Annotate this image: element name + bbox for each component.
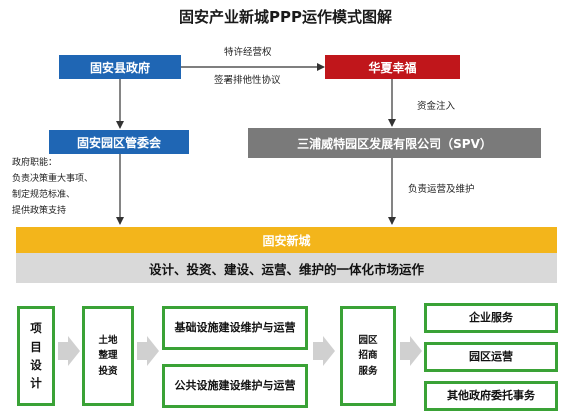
land-box: 土地整理投资 [82, 306, 134, 406]
capital-label: 资金注入 [417, 101, 456, 112]
service-label: 园区运营 [469, 350, 513, 364]
gov-label: 固安县政府 [89, 60, 150, 75]
flow-arrow-3 [313, 336, 335, 366]
gov-box: 固安县政府 [59, 55, 181, 79]
service-box: 其他政府委托事务 [424, 381, 558, 411]
gov-duty-line: 负责决策重大事项、 [12, 174, 94, 184]
tagline-label: 设计、投资、建设、运营、维护的一体化市场运作 [148, 261, 424, 277]
design-label: 项目设计 [30, 321, 42, 391]
service-label: 企业服务 [469, 311, 513, 325]
public-label: 公共设施建设维护与运营 [174, 379, 296, 393]
public-box: 公共设施建设维护与运营 [162, 364, 308, 408]
spv-box: 三浦威特园区发展有限公司（SPV） [248, 128, 541, 158]
huaxia-box: 华夏幸福 [325, 55, 460, 79]
city-label: 固安新城 [262, 233, 311, 248]
spv-label: 三浦威特园区发展有限公司（SPV） [297, 136, 492, 151]
gov-duty-line: 提供政策支持 [12, 206, 67, 216]
tagline-band: 设计、投资、建设、运营、维护的一体化市场运作 [16, 253, 557, 283]
flow-arrow-4 [400, 336, 422, 366]
park-label: 园区招商服务 [358, 335, 378, 377]
service-label: 其他政府委托事务 [447, 389, 535, 403]
service-box: 企业服务 [424, 303, 558, 333]
flow-arrow-1 [58, 336, 80, 366]
infra-box: 基础设施建设维护与运营 [162, 306, 308, 350]
design-box: 项目设计 [17, 306, 55, 406]
ops-label: 负责运营及维护 [408, 184, 475, 195]
infra-label: 基础设施建设维护与运营 [174, 321, 296, 335]
arrow-bottom-label: 签署排他性协议 [214, 75, 281, 86]
city-band: 固安新城 [16, 227, 557, 253]
service-box: 园区运营 [424, 342, 558, 372]
huaxia-label: 华夏幸福 [368, 60, 417, 75]
gov-duty-line: 制定规范标准、 [12, 190, 76, 200]
committee-box: 固安园区管委会 [49, 130, 189, 154]
park-box: 园区招商服务 [340, 306, 396, 406]
gov-duty-line: 政府职能： [12, 158, 58, 168]
gov-duties: 政府职能： 负责决策重大事项、 制定规范标准、 提供政策支持 [12, 155, 93, 219]
page-title: 固安产业新城PPP运作模式图解 [179, 8, 392, 26]
land-label: 土地整理投资 [98, 335, 118, 377]
arrow-top-label: 特许经营权 [224, 47, 272, 58]
flow-arrow-2 [137, 336, 159, 366]
committee-label: 固安园区管委会 [76, 135, 161, 150]
